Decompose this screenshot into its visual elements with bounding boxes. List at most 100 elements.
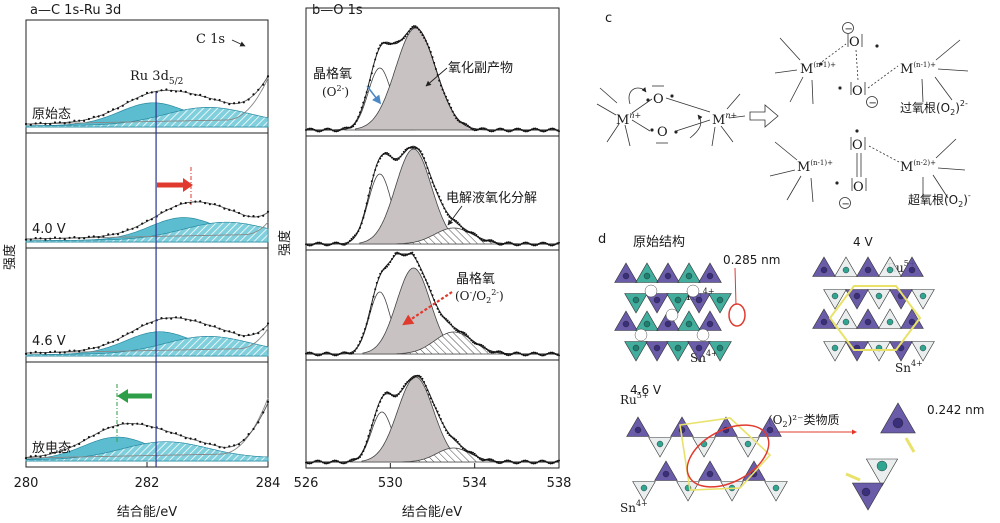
data-point <box>446 99 449 102</box>
data-point <box>446 319 449 322</box>
data-point <box>391 156 393 159</box>
data-point <box>537 353 540 356</box>
data-point <box>472 128 474 131</box>
data-point <box>348 459 351 462</box>
metal-peroxo-right: M(n-1)+ <box>900 61 936 77</box>
data-point <box>321 129 324 132</box>
data-point <box>546 461 549 464</box>
ru-octahedron <box>687 293 711 314</box>
data-point <box>308 244 311 247</box>
data-point <box>136 328 139 331</box>
data-point <box>554 128 557 131</box>
data-point <box>208 324 211 327</box>
data-point <box>165 317 168 320</box>
metal-atom <box>886 266 894 274</box>
data-point <box>547 462 550 465</box>
data-point <box>492 459 495 462</box>
data-point <box>141 422 144 425</box>
data-point <box>83 349 86 352</box>
data-point <box>451 325 454 328</box>
data-point <box>478 237 481 240</box>
data-point <box>379 157 382 160</box>
data-point <box>384 42 387 44</box>
data-point <box>520 353 523 356</box>
data-point <box>357 457 360 460</box>
data-point <box>365 202 368 205</box>
data-point <box>473 232 476 235</box>
data-point <box>333 459 336 462</box>
data-point <box>342 351 345 354</box>
data-point <box>520 129 523 131</box>
data-point <box>536 243 539 246</box>
data-point <box>121 230 124 233</box>
o-o-bond <box>904 437 916 453</box>
data-point <box>497 243 500 246</box>
data-point <box>386 152 388 154</box>
data-point <box>492 240 495 243</box>
data-point <box>352 351 355 354</box>
data-point <box>333 241 336 244</box>
data-point <box>44 454 47 457</box>
data-point <box>439 313 442 316</box>
data-point <box>414 375 417 378</box>
metal-atom <box>622 272 630 280</box>
data-point <box>323 128 326 131</box>
data-point <box>359 456 361 458</box>
data-point <box>242 438 245 442</box>
data-point <box>433 404 436 407</box>
data-point <box>524 354 527 357</box>
data-point <box>431 294 434 297</box>
data-point <box>306 351 309 354</box>
data-point <box>463 122 466 125</box>
sn-octahedron <box>823 341 847 362</box>
data-point <box>337 130 339 132</box>
data-point <box>482 459 485 462</box>
data-point <box>377 405 380 407</box>
data-point <box>485 458 488 461</box>
data-point <box>160 317 163 320</box>
data-point <box>443 426 446 428</box>
data-point <box>502 243 505 245</box>
data-point <box>384 152 387 154</box>
data-point <box>431 181 434 184</box>
data-point <box>112 233 115 236</box>
data-point <box>426 167 429 169</box>
data-point <box>342 127 345 130</box>
data-point <box>315 242 318 245</box>
oxide-byproduct-label: 氧化副产物 <box>448 61 513 76</box>
data-point <box>213 98 216 101</box>
data-point <box>556 460 559 462</box>
data-point <box>502 128 505 131</box>
data-point <box>455 220 458 222</box>
metal-atom <box>864 318 872 326</box>
data-point <box>492 130 495 133</box>
data-point <box>473 452 476 455</box>
data-point <box>396 40 399 43</box>
data-point <box>332 129 334 132</box>
data-point <box>466 124 469 127</box>
shift-arrow-red-head <box>183 178 193 192</box>
metal-atom <box>886 318 894 326</box>
ru-octahedron <box>687 341 711 362</box>
data-point <box>345 242 348 245</box>
data-point <box>325 127 328 130</box>
data-point <box>529 243 532 246</box>
data-point <box>536 128 539 130</box>
data-point <box>360 336 363 339</box>
data-point <box>382 41 385 44</box>
data-point <box>423 157 426 160</box>
metal-atom <box>706 272 714 280</box>
data-point <box>355 347 358 350</box>
data-point <box>370 424 373 427</box>
data-point <box>389 154 392 157</box>
data-point <box>421 34 424 36</box>
data-point <box>544 130 547 133</box>
data-point <box>531 462 533 465</box>
sn-octahedron <box>648 437 672 458</box>
data-point <box>350 237 353 240</box>
o-o-bond-2 <box>845 472 861 482</box>
data-point <box>500 461 503 464</box>
data-point <box>170 431 173 434</box>
data-point <box>480 344 483 346</box>
data-point <box>531 128 533 131</box>
